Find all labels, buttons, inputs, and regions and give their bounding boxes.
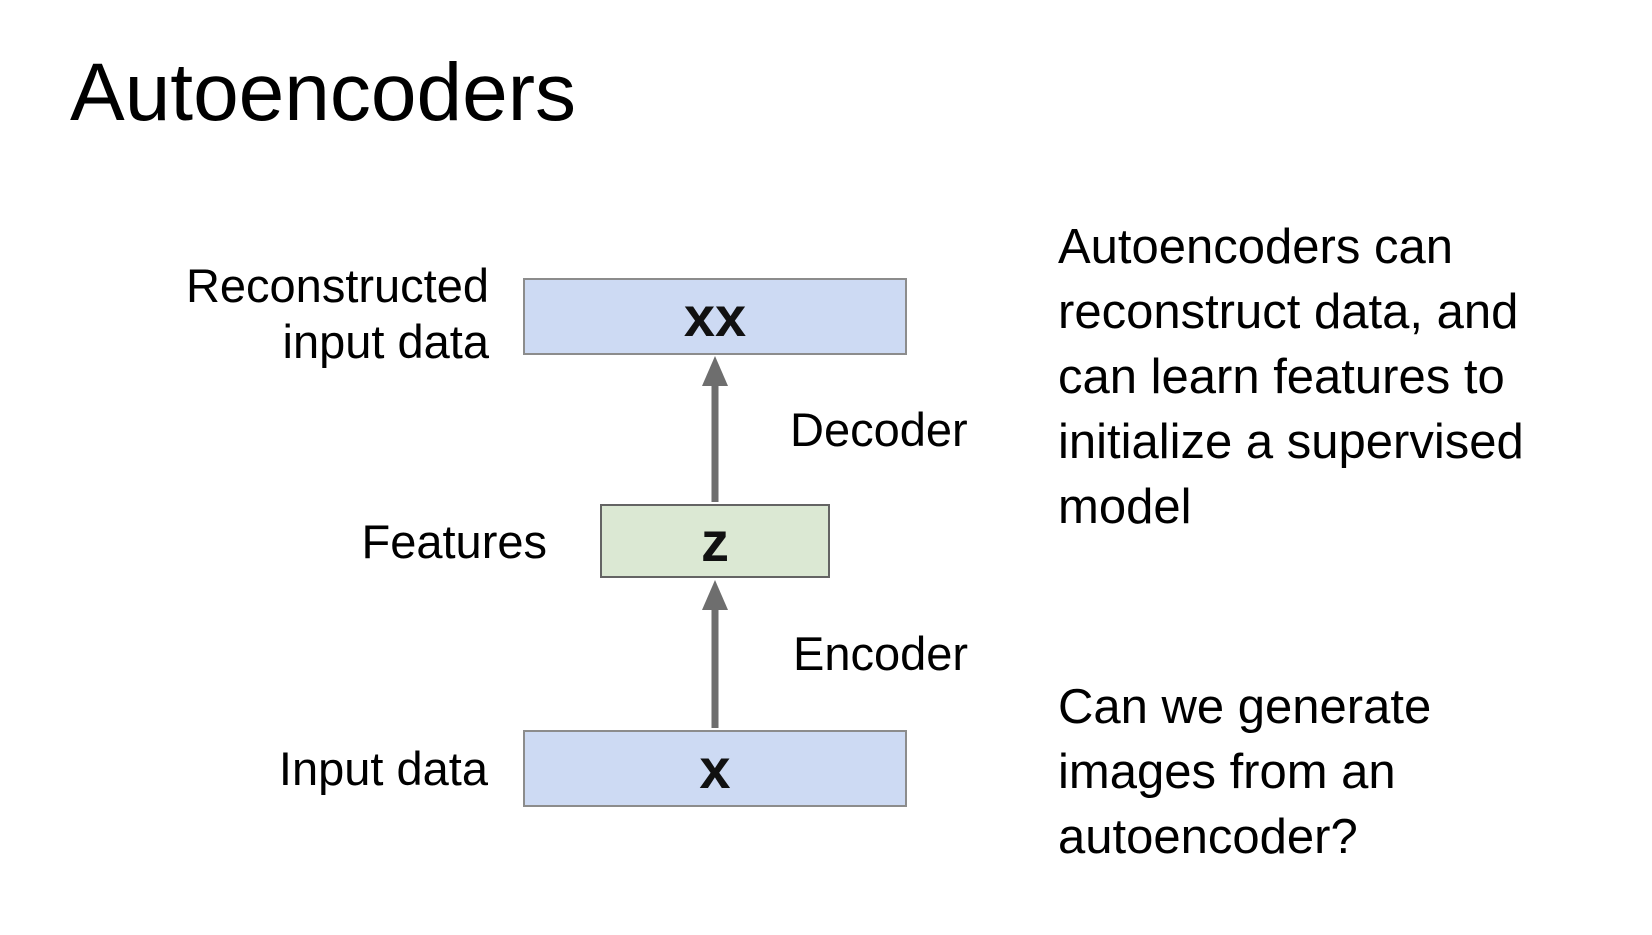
side-text-column: Autoencoders can reconstruct data, and c… [1058,150,1638,935]
reconstructed-data-symbol: xx [683,285,747,348]
reconstructed-data-box: xx [523,278,907,355]
features-box: z [600,504,830,578]
encoder-label: Encoder [793,627,969,680]
decoder-label: Decoder [790,403,968,456]
slide-title: Autoencoders [70,47,577,138]
generate-images-question-paragraph: Can we generate images from an autoencod… [1058,680,1432,864]
reconstructed-input-data-label: Reconstructed input data [185,259,489,368]
features-label: Features [361,515,547,568]
input-data-label: Input data [278,742,488,795]
features-symbol: z [701,509,729,573]
encoder-arrow-icon [702,580,728,728]
decoder-arrow-icon [702,356,728,502]
autoencoder-description-paragraph: Autoencoders can reconstruct data, and c… [1058,220,1524,534]
input-data-symbol: x [699,737,731,800]
input-data-box: x [523,730,907,807]
